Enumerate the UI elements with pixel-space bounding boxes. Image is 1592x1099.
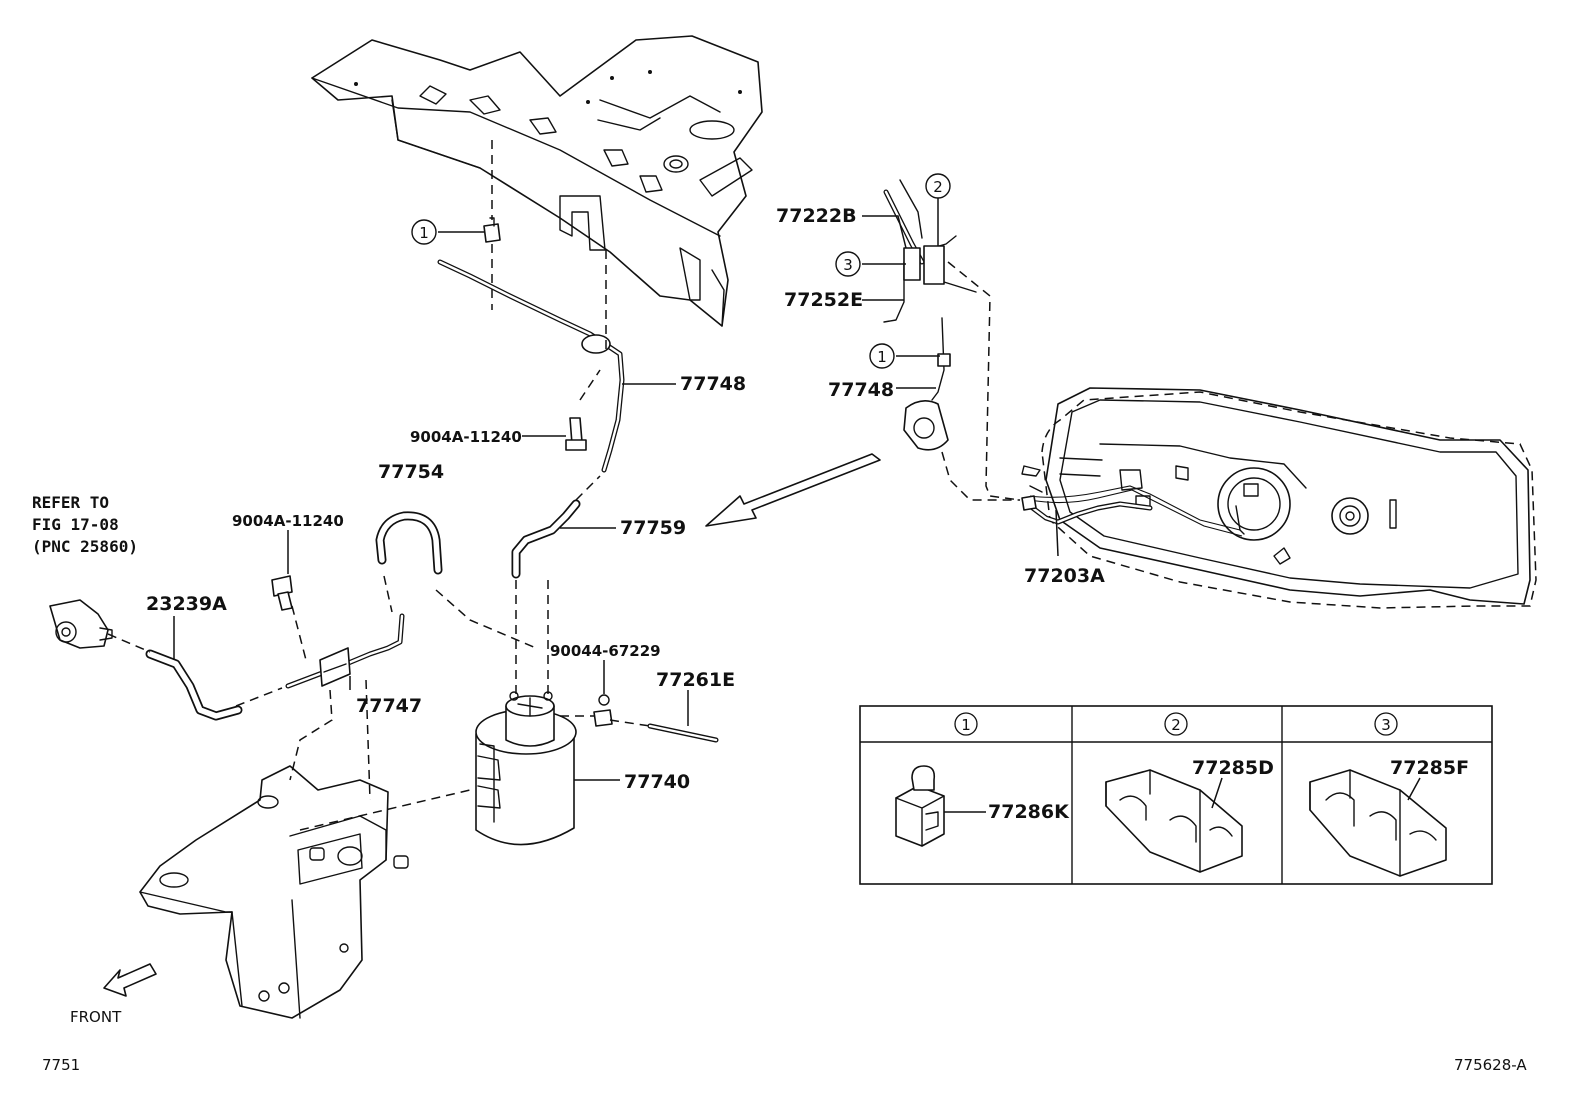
clip-legend-table: 1 2 3 77286K (859, 705, 1493, 885)
circle-references: 1 2 3 1 (411, 173, 951, 369)
direction-arrow-icon (705, 453, 881, 527)
legend-number-1: 1 (961, 716, 971, 734)
callout-23239a: 23239A (146, 593, 227, 615)
legend-part-77285d: 77285D (1192, 757, 1274, 779)
footer-right-code: 775628-A (1454, 1056, 1527, 1074)
callout-77748-upper: 77748 (680, 373, 746, 395)
part-callouts: 77748 9004A-11240 77754 77759 9004A-1124… (146, 205, 1105, 793)
callout-77222b: 77222B (776, 205, 857, 227)
assembly-guide-lines (107, 140, 1021, 831)
callout-77740: 77740 (624, 771, 690, 793)
clip-1-icon (895, 765, 945, 847)
floor-panel-drawing (311, 35, 763, 327)
legend-number-3: 3 (1381, 716, 1391, 734)
callout-9004a-left: 9004A-11240 (232, 512, 344, 530)
clamp-3-icon (1309, 769, 1447, 877)
circle-ref-left-1: 1 (419, 224, 429, 242)
callout-77747: 77747 (356, 695, 422, 717)
callout-77748-right: 77748 (828, 379, 894, 401)
refer-note-line3: (PNC 25860) (32, 537, 138, 556)
legend-part-77286k: 77286K (988, 801, 1070, 823)
legend-number-2: 2 (1171, 716, 1181, 734)
small-parts (49, 217, 1037, 727)
canister-bracket-drawing (139, 765, 409, 1019)
charcoal-canister-drawing (475, 691, 577, 846)
circle-ref-right-1: 1 (877, 348, 887, 366)
hoses-and-pipes (145, 179, 977, 743)
callout-77203a: 77203A (1024, 565, 1105, 587)
callout-90044-67229: 90044-67229 (550, 642, 661, 660)
footer-left-code: 7751 (42, 1056, 80, 1074)
leader-lines (173, 198, 1059, 781)
callout-77754: 77754 (378, 461, 444, 483)
circle-ref-right-3: 3 (843, 256, 853, 274)
callout-9004a-upper: 9004A-11240 (410, 428, 522, 446)
front-label: FRONT (70, 1008, 122, 1026)
callout-77759: 77759 (620, 517, 686, 539)
circle-ref-right-2: 2 (933, 178, 943, 196)
legend-part-77285f: 77285F (1390, 757, 1469, 779)
clamp-2-icon (1105, 769, 1243, 873)
callout-77261e: 77261E (656, 669, 735, 691)
refer-note-line2: FIG 17-08 (32, 515, 119, 534)
fuel-tank-drawing (1021, 387, 1537, 609)
refer-note: REFER TO FIG 17-08 (PNC 25860) (32, 493, 138, 556)
callout-77252e: 77252E (784, 289, 863, 311)
refer-note-line1: REFER TO (32, 493, 109, 512)
front-arrow-icon (103, 963, 157, 997)
